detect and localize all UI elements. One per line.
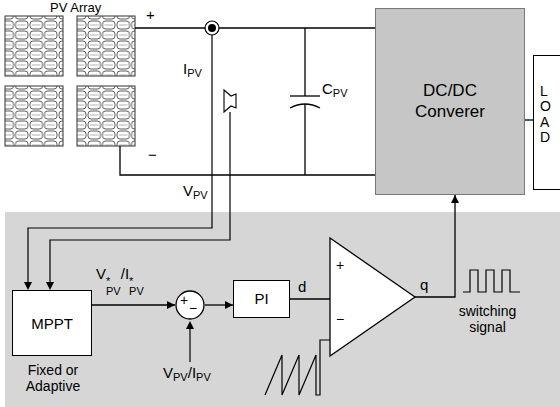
signal-label: V (163, 364, 173, 381)
signal-label: I (183, 60, 187, 77)
node-text: − (336, 312, 344, 327)
signal-label: V (96, 265, 106, 282)
signal-label: PV Array (50, 0, 101, 15)
comparator: +− (330, 238, 415, 356)
signal-connector (92, 301, 175, 309)
shape-outline (330, 238, 415, 356)
signal-label: PV (193, 189, 208, 201)
connector-line (525, 119, 533, 120)
label-group: CPV (322, 80, 348, 100)
signal-label: V (183, 182, 193, 199)
label-group: + (146, 6, 155, 23)
voltage-sensor (224, 90, 236, 112)
label-group: VPV/IPV (163, 364, 211, 384)
signal-label: + (146, 6, 155, 23)
signal-label: / (188, 364, 192, 381)
sup-sub-stack: *PV (106, 276, 121, 297)
arrow-head (451, 195, 459, 203)
signal-label: − (148, 146, 157, 163)
signal-label: q (420, 276, 428, 293)
signal-label: PV (173, 371, 188, 383)
label-group: PV Array (50, 1, 101, 16)
label-group: q (420, 276, 428, 293)
square-wave (463, 270, 520, 292)
node-text: DC/DC Converer (400, 81, 500, 122)
signal-label: PV (333, 87, 348, 99)
signal-connector (205, 301, 233, 309)
node-text: MPPT (31, 315, 73, 332)
node-text: Fixed or Adaptive (3, 362, 103, 394)
connector-line (290, 298, 330, 299)
power-wires (120, 28, 375, 175)
label-group: d (298, 278, 306, 295)
connector-line (415, 195, 455, 297)
label-group: VPV (183, 182, 208, 202)
load-box: LOAD (533, 55, 560, 190)
node-text: + (180, 293, 188, 308)
arrow-head (167, 301, 175, 309)
converter-box: DC/DC Converer (375, 8, 525, 195)
label-group: − (148, 146, 157, 163)
mppt-box: MPPTFixed or Adaptive (12, 290, 92, 356)
signal-connector (290, 299, 330, 300)
signal-label: * (106, 276, 121, 286)
node-text: LOAD (540, 84, 554, 146)
signal-label: PV (106, 286, 121, 296)
signal-label: I (125, 265, 129, 282)
node-text: + (336, 258, 344, 273)
label-group: switching signal (450, 303, 525, 335)
label-group: V*PV/I*PV (96, 265, 144, 297)
sawtooth (265, 340, 330, 395)
label-group: IPV (183, 60, 202, 80)
signal-label: switching signal (459, 303, 517, 335)
comparator-triangle (330, 238, 415, 356)
current-sensor (205, 21, 219, 35)
signal-label: C (322, 80, 333, 97)
control-band (5, 212, 560, 407)
signal-connector (415, 195, 459, 297)
signal-label: I (192, 364, 196, 381)
signal-label: d (298, 278, 306, 295)
signal-label: / (121, 265, 125, 282)
signal-label: PV (187, 67, 202, 79)
pv-panels (5, 16, 135, 146)
signal-label: PV (129, 286, 144, 296)
signal-label: PV (196, 371, 211, 383)
sup-sub-stack: *PV (129, 276, 144, 297)
connector-line (92, 304, 175, 305)
node-text: − (189, 301, 197, 316)
signal-label: * (129, 276, 144, 286)
summing-junction: +− (175, 290, 205, 320)
junction-circle (176, 291, 204, 319)
node-text: PI (254, 290, 268, 308)
controller-box: PI (233, 280, 290, 318)
arrow-head (225, 301, 233, 309)
signal-connector (525, 120, 533, 121)
